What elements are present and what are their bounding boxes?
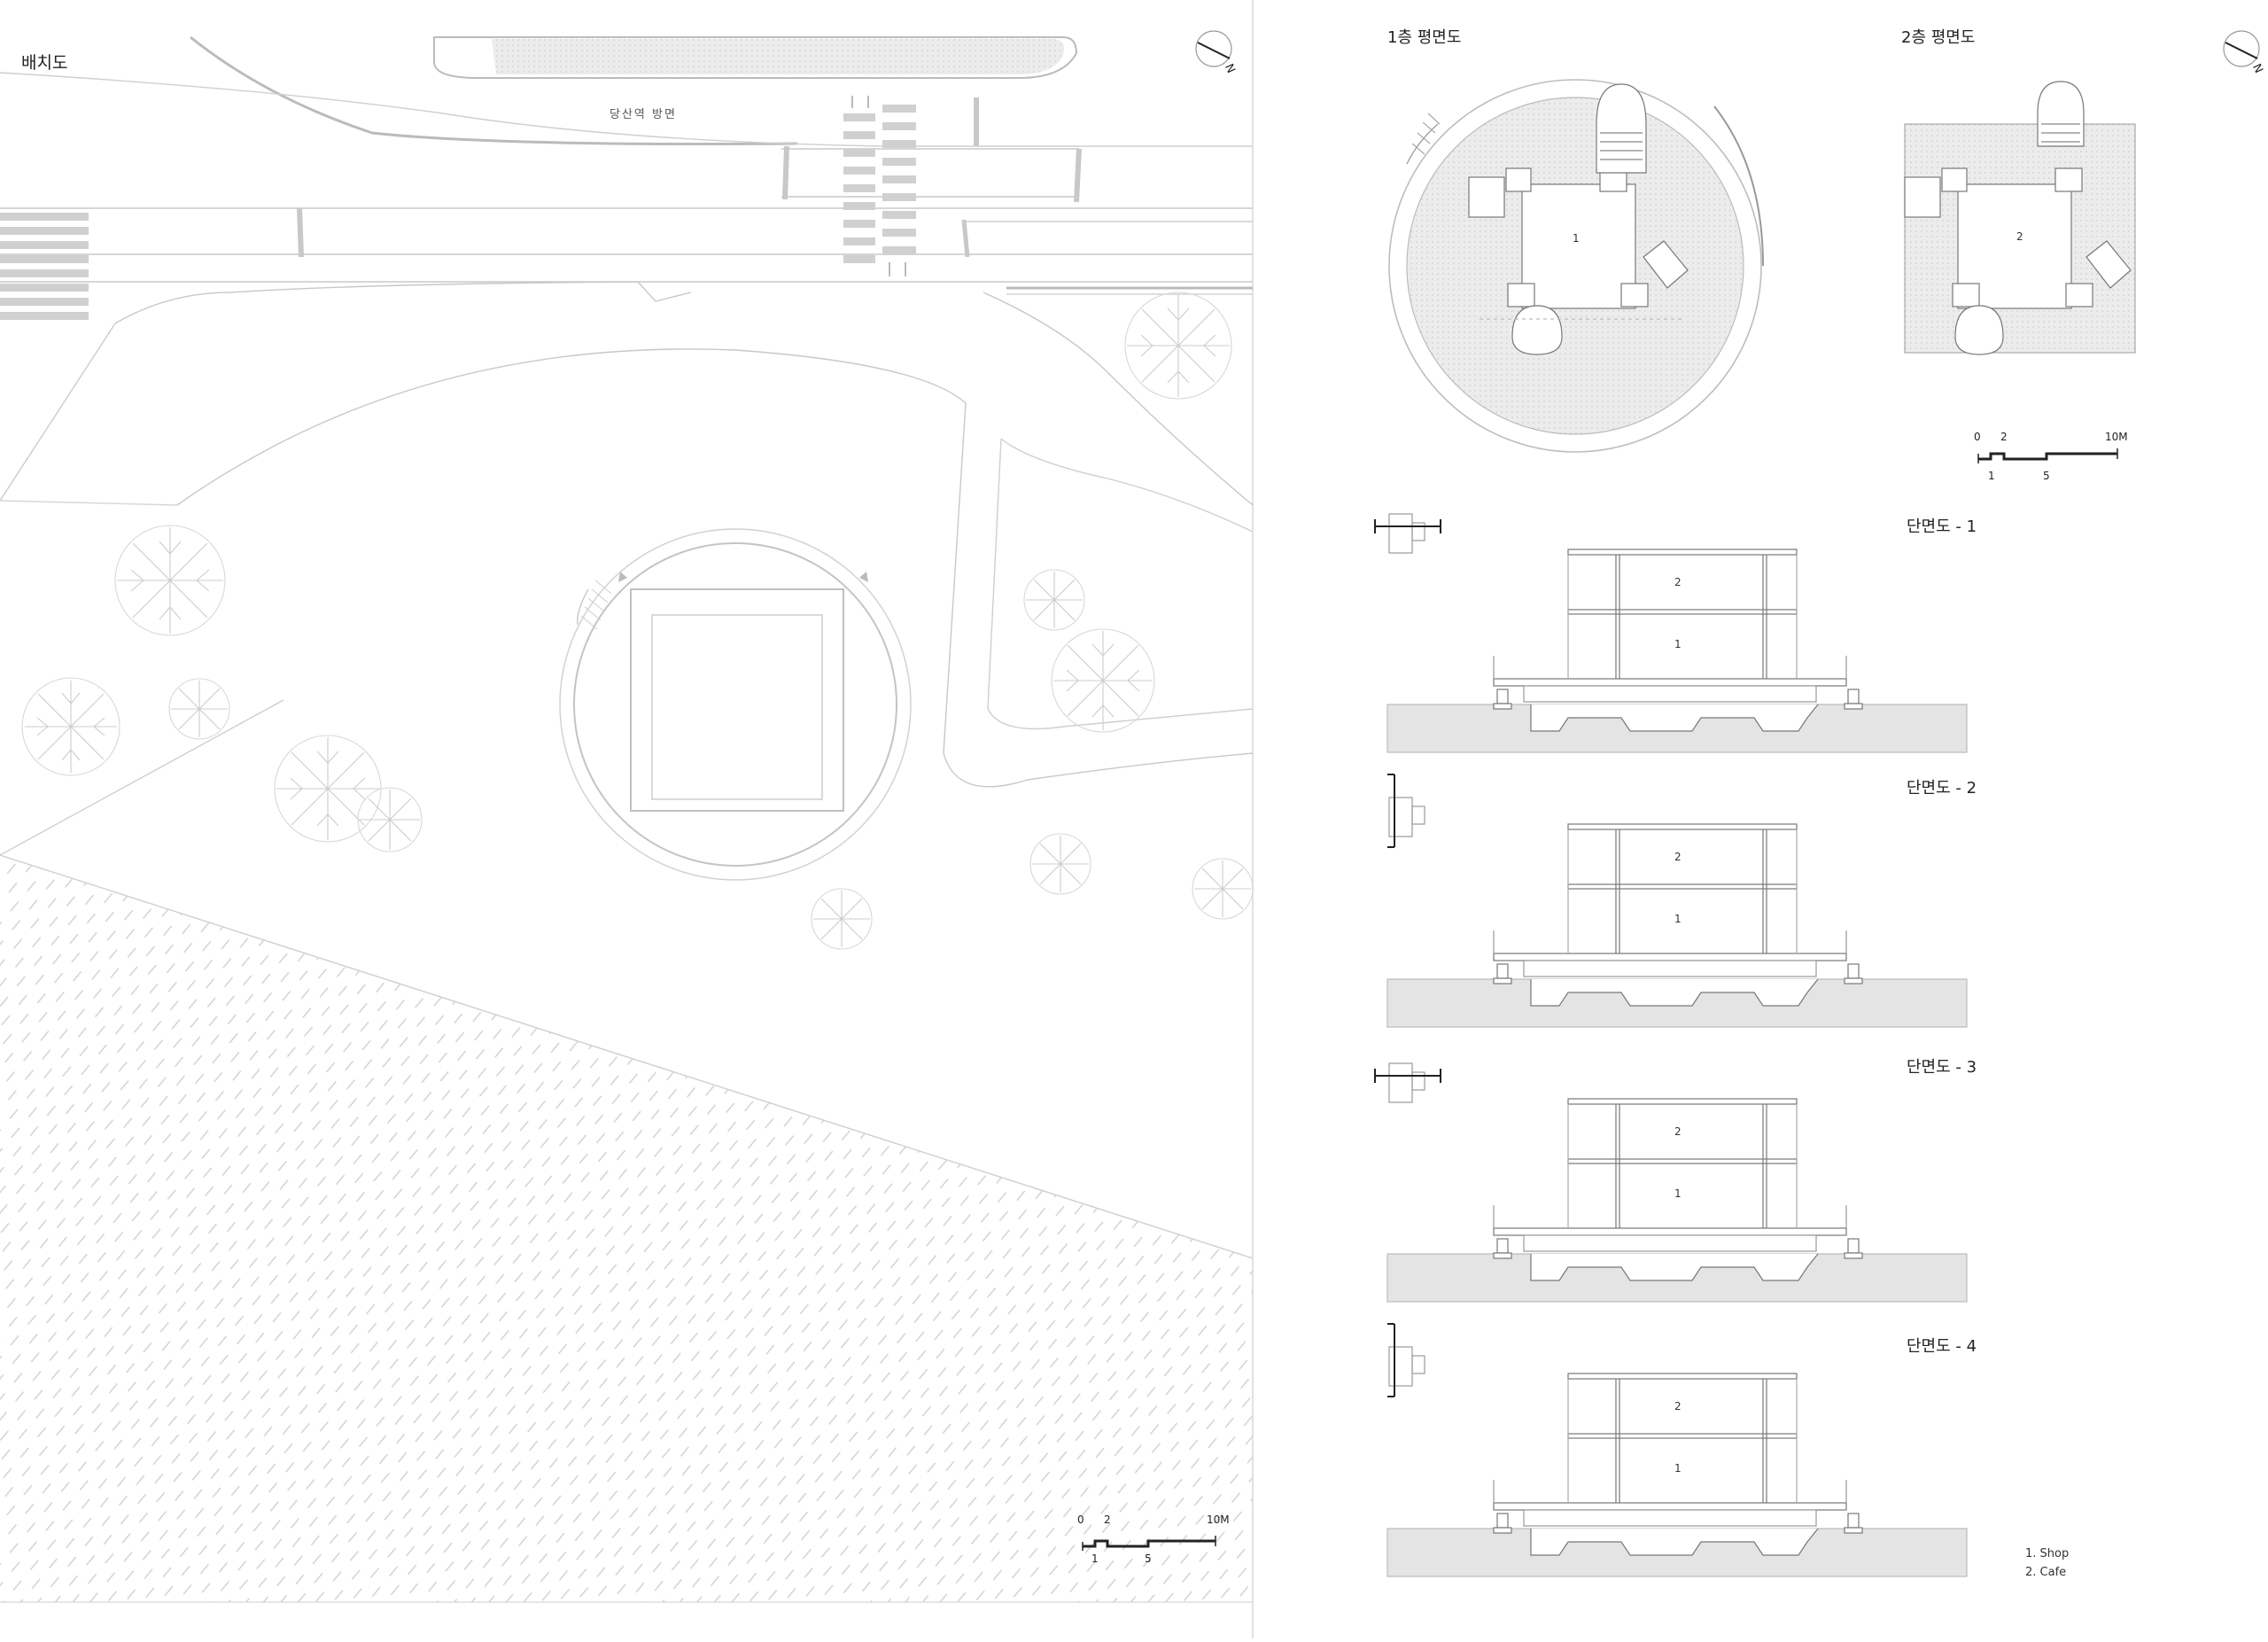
section-key-plan-1 [1374,513,1441,554]
tree-symbol [1192,858,1254,920]
floor2-room-label: 2 [2016,230,2023,243]
tree-symbol [1029,833,1091,895]
floor2-plan-title: 2층 평면도 [1901,28,1976,47]
legend-item-cafe: 2. Cafe [2025,1566,2067,1579]
section-2-lower-room: 1 [1674,913,1682,925]
section-drawing-1 [1374,513,1968,753]
section-key-plan-4 [1387,1323,1425,1397]
section-drawing-4 [1386,1323,1968,1577]
section-drawing-3 [1374,1062,1968,1303]
plan-scale-tick-2: 2 [2000,431,2008,443]
floor-plan-1 [1388,79,1764,453]
section-1-upper-room: 2 [1674,576,1682,588]
section-title-4: 단면도 - 4 [1907,1337,1977,1356]
floor1-plan-title: 1층 평면도 [1387,28,1462,47]
plan-scale-tick-0: 0 [1974,431,1981,443]
floor1-room-label: 1 [1573,232,1580,245]
section-3-lower-room: 1 [1674,1187,1682,1200]
north-arrow-site [1195,30,1232,67]
tree-symbol [114,525,226,636]
site-scale-tick-0: 0 [1077,1514,1084,1526]
tree-symbol [21,677,120,776]
tree-symbol [274,735,382,843]
site-scale-tick-10m: 10M [1207,1514,1230,1526]
north-arrow-plans [2223,30,2260,67]
section-title-2: 단면도 - 2 [1907,779,1977,798]
plan-scale-tick-5: 5 [2043,470,2050,482]
site-scale-tick-5: 5 [1145,1553,1152,1565]
site-scale-tick-1: 1 [1091,1553,1099,1565]
tree-symbol [1124,292,1232,400]
section-4-lower-room: 1 [1674,1462,1682,1475]
tree-symbol [168,678,230,740]
scale-bar-plans [1977,448,2118,463]
section-key-plan-3 [1374,1062,1441,1103]
plan-scale-tick-10m: 10M [2105,431,2128,443]
tree-symbol [357,787,423,852]
scale-bar-site [1082,1536,1216,1551]
tree-symbol [811,888,873,950]
section-title-3: 단면도 - 3 [1907,1058,1977,1077]
tree-symbol [1023,569,1085,631]
site-scale-tick-2: 2 [1104,1514,1111,1526]
section-1-lower-room: 1 [1674,638,1682,650]
site-plan [0,0,1254,1638]
section-4-upper-room: 2 [1674,1400,1682,1412]
road-direction-label: 당산역 방면 [610,108,677,121]
section-drawing-2 [1386,774,1968,1028]
section-3-upper-room: 2 [1674,1125,1682,1138]
site-plan-title: 배치도 [21,53,68,73]
legend-item-shop: 1. Shop [2025,1547,2070,1560]
section-key-plan-2 [1387,774,1425,848]
plan-scale-tick-1: 1 [1988,470,1995,482]
section-2-upper-room: 2 [1674,851,1682,863]
floor-plan-2 [1904,81,2136,355]
section-title-1: 단면도 - 1 [1907,518,1977,536]
tree-symbol [1051,628,1155,733]
